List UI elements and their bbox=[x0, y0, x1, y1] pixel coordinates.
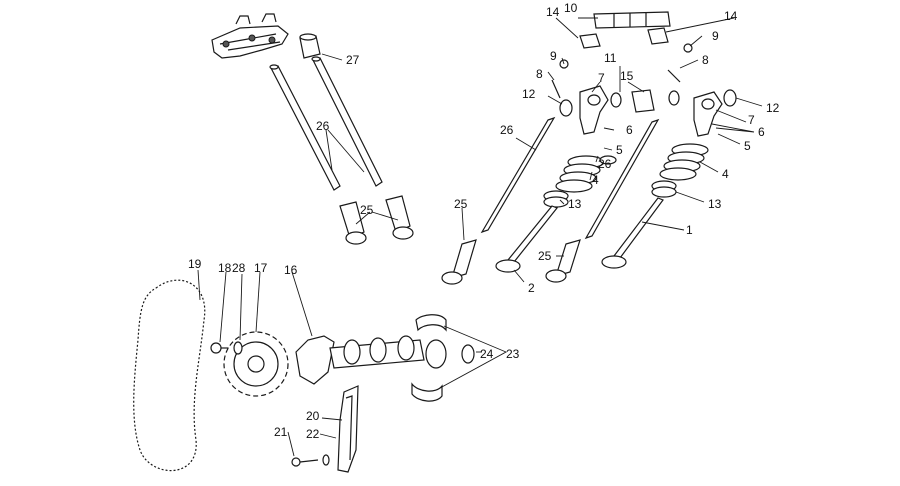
pushrod-right-26b bbox=[584, 118, 660, 240]
callout-24: 24 bbox=[480, 347, 494, 361]
tappet-center-25 bbox=[441, 239, 477, 285]
valve-spring-right-4 bbox=[659, 143, 709, 181]
callout-10: 10 bbox=[564, 1, 578, 15]
rocker-shaft-10 bbox=[593, 11, 671, 29]
valve-spring-left-4 bbox=[555, 155, 617, 193]
callout-26: 26 bbox=[598, 157, 612, 171]
callout-1: 1 bbox=[686, 223, 693, 237]
callout-6: 6 bbox=[626, 123, 633, 137]
callout-17: 17 bbox=[254, 261, 268, 275]
oring-24 bbox=[461, 344, 475, 364]
callout-22: 22 bbox=[306, 427, 320, 441]
spring-seat-right-13 bbox=[651, 180, 677, 198]
washers-12 bbox=[559, 89, 737, 117]
callout-28: 28 bbox=[232, 261, 246, 275]
callout-16: 16 bbox=[284, 263, 298, 277]
pushrod-center-26 bbox=[480, 116, 556, 234]
callout-11: 11 bbox=[604, 51, 617, 65]
rocker-block-left-14 bbox=[579, 33, 601, 49]
chain-tensioner-20 bbox=[337, 385, 359, 473]
callout-26: 26 bbox=[500, 123, 514, 137]
rocker-support-bracket bbox=[211, 13, 289, 59]
pushrod-right-26 bbox=[311, 56, 383, 187]
callout-27: 27 bbox=[346, 53, 360, 67]
washer-22 bbox=[322, 454, 330, 466]
callout-19: 19 bbox=[188, 257, 202, 271]
callout-13: 13 bbox=[708, 197, 722, 211]
callout-26: 26 bbox=[316, 119, 330, 133]
rocker-arm-left-7 bbox=[579, 85, 609, 135]
callout-25: 25 bbox=[360, 203, 374, 217]
leader-lines bbox=[197, 17, 763, 457]
valve-intake-1 bbox=[601, 197, 664, 269]
callout-4: 4 bbox=[722, 167, 729, 181]
screw-21 bbox=[291, 457, 319, 467]
callout-15: 15 bbox=[620, 69, 634, 83]
valve-exhaust-2 bbox=[495, 205, 558, 273]
callout-20: 20 bbox=[306, 409, 320, 423]
callout-14: 14 bbox=[546, 5, 560, 19]
callout-13: 13 bbox=[568, 197, 582, 211]
callout-7: 7 bbox=[598, 71, 605, 85]
washer-28 bbox=[233, 341, 243, 355]
tappet-right2-25 bbox=[545, 239, 581, 283]
callout-23: 23 bbox=[506, 347, 520, 361]
callout-7: 7 bbox=[748, 113, 755, 127]
callout-9: 9 bbox=[712, 29, 719, 43]
callout-2: 2 bbox=[528, 281, 535, 295]
half-bushing-upper-23 bbox=[415, 314, 447, 332]
camshaft-16 bbox=[295, 335, 447, 385]
spring-seat-left-13 bbox=[543, 190, 569, 208]
callout-25: 25 bbox=[454, 197, 468, 211]
bushing-27 bbox=[299, 33, 321, 59]
tappet-left-25 bbox=[339, 201, 367, 245]
timing-chain-19 bbox=[133, 279, 206, 472]
rocker-block-right-14 bbox=[647, 27, 669, 45]
rocker-arm-right-7 bbox=[693, 91, 723, 137]
callout-25: 25 bbox=[538, 249, 552, 263]
half-bushing-lower-23 bbox=[411, 382, 443, 402]
callout-21: 21 bbox=[274, 425, 288, 439]
callouts: 1 2 4 4 5 5 6 6 7 7 8 8 9 9 10 11 12 12 … bbox=[188, 1, 780, 441]
callout-8: 8 bbox=[702, 53, 709, 67]
callout-9: 9 bbox=[550, 49, 557, 63]
tappet-right-25 bbox=[385, 195, 414, 240]
pushrod-left-26 bbox=[269, 64, 341, 191]
callout-14: 14 bbox=[724, 9, 738, 23]
cam-sprocket-17 bbox=[223, 331, 289, 397]
callout-8: 8 bbox=[536, 67, 543, 81]
callout-12: 12 bbox=[766, 101, 780, 115]
spacer-11-15 bbox=[610, 89, 680, 113]
callout-12: 12 bbox=[522, 87, 536, 101]
callout-18: 18 bbox=[218, 261, 232, 275]
callout-4: 4 bbox=[592, 173, 599, 187]
callout-5: 5 bbox=[744, 139, 751, 153]
callout-6: 6 bbox=[758, 125, 765, 139]
callout-5: 5 bbox=[616, 143, 623, 157]
